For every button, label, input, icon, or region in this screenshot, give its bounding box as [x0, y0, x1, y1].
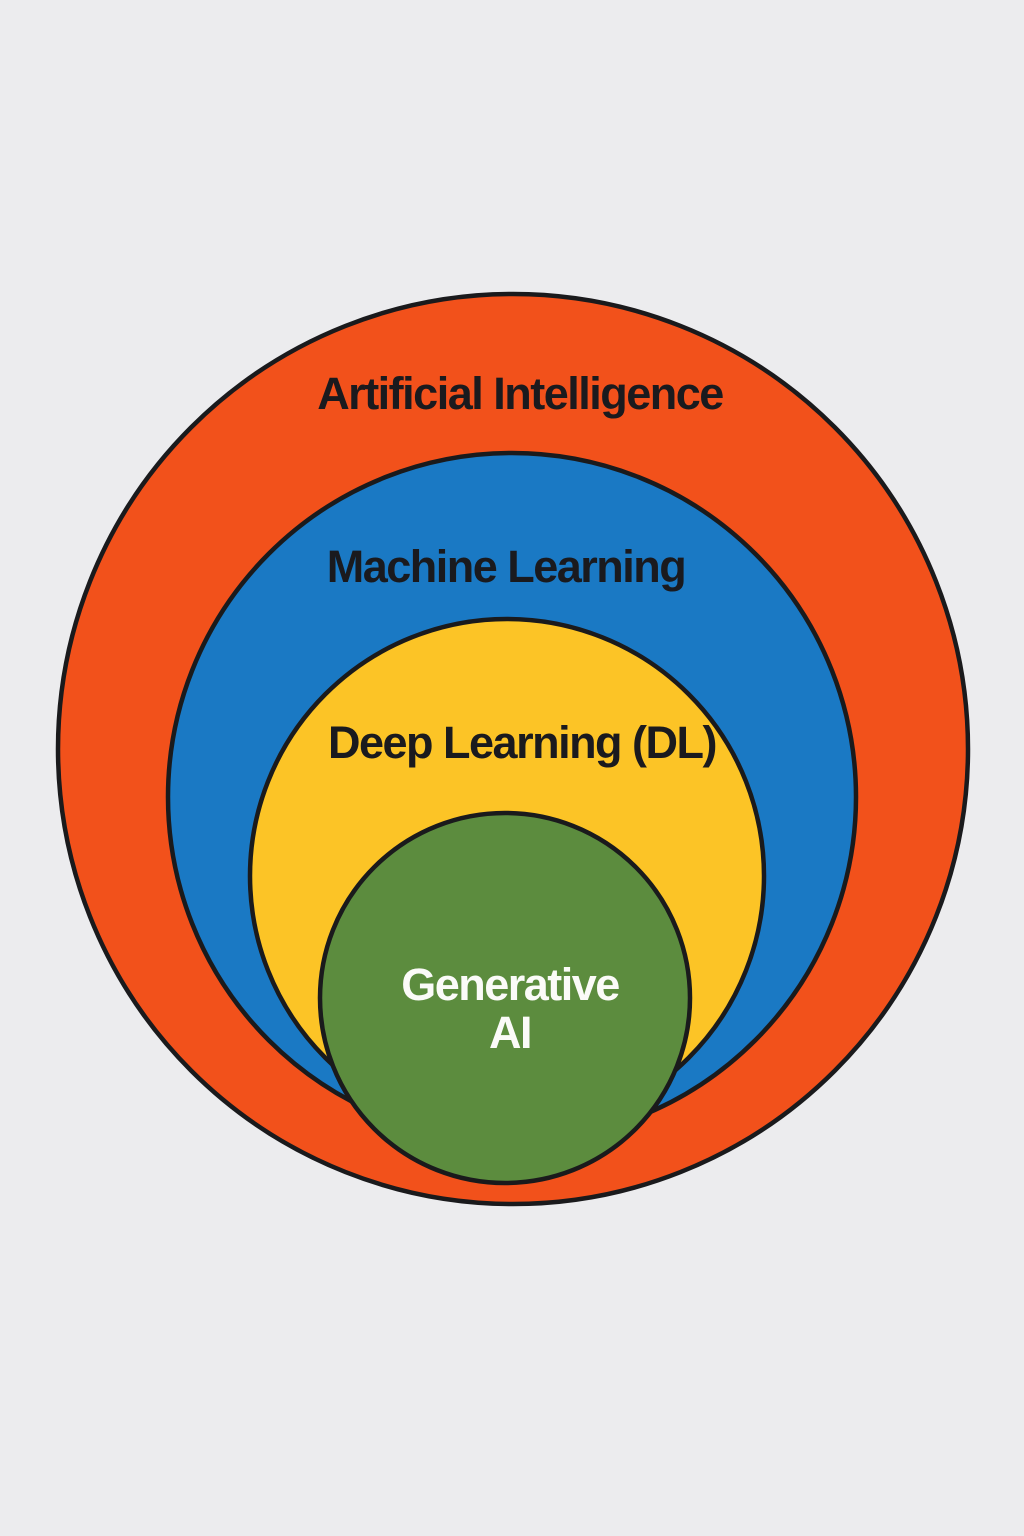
circle-generative-ai	[317, 810, 693, 1186]
